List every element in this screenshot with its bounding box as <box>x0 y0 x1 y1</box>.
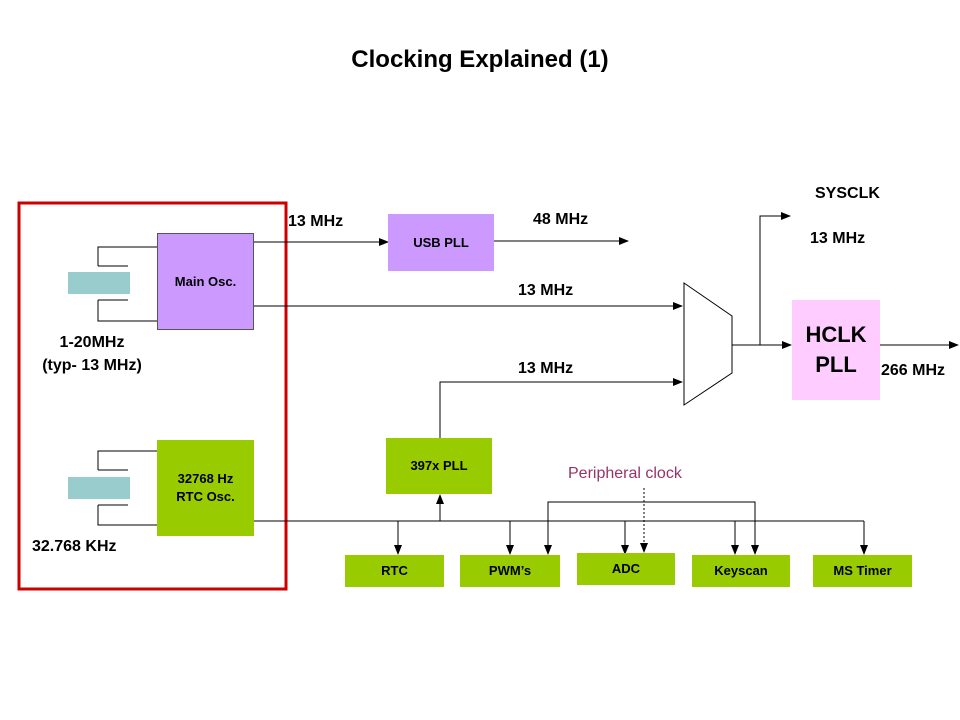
peripheral-keyscan: Keyscan <box>692 555 790 587</box>
pll-397x-label: 397x PLL <box>410 458 468 473</box>
rtc-oscillator-label-line2: RTC Osc. <box>176 489 235 504</box>
oscillator-frame <box>17 201 288 591</box>
mux-bottom-freq-label: 13 MHz <box>518 360 574 377</box>
peripheral-label: ADC <box>611 561 641 576</box>
clock-mux <box>683 282 733 406</box>
hclk-label-line1: HCLK <box>805 322 867 347</box>
main-freq-label-line2: (typ- 13 MHz) <box>42 357 142 374</box>
rtc-crystal-icon <box>68 477 130 499</box>
clock-lines <box>254 212 959 555</box>
rtc-oscillator-block: 32768 Hz RTC Osc. <box>157 440 254 536</box>
peripheral-label: PWM’s <box>488 563 532 578</box>
usb-pll-block: USB PLL <box>388 214 494 271</box>
peripheral-ms-timer: MS Timer <box>813 555 912 587</box>
usb-input-freq-label: 13 MHz <box>288 213 344 230</box>
peripheral-label: MS Timer <box>833 563 892 578</box>
rtc-freq-label: 32.768 KHz <box>32 538 117 555</box>
hclk-pll-block: HCLK PLL <box>792 300 880 400</box>
main-freq-label-line1: 1-20MHz <box>59 334 125 351</box>
sysclk-freq-label: 13 MHz <box>810 230 866 247</box>
sysclk-label: SYSCLK <box>815 185 880 202</box>
usb-output-freq-label: 48 MHz <box>533 211 589 228</box>
pll-397x-block: 397x PLL <box>386 438 492 494</box>
peripheral-label: RTC <box>381 563 408 578</box>
rtc-crystal-wires <box>97 450 158 526</box>
main-crystal-icon <box>68 272 130 294</box>
mux-top-freq-label: 13 MHz <box>518 282 574 299</box>
peripheral-rtc: RTC <box>345 555 444 587</box>
peripheral-adc: ADC <box>577 553 675 585</box>
peripheral-clock-label: Peripheral clock <box>568 465 682 482</box>
peripheral-label: Keyscan <box>714 563 768 578</box>
hclk-output-freq-label: 266 MHz <box>881 362 946 379</box>
page-title: Clocking Explained (1) <box>351 46 609 73</box>
usb-pll-label: USB PLL <box>413 234 469 250</box>
peripheral-pwm: PWM’s <box>460 555 560 587</box>
hclk-label-line2: PLL <box>815 352 857 377</box>
main-oscillator-block: Main Osc. <box>157 233 254 330</box>
rtc-oscillator-label-line1: 32768 Hz <box>177 471 234 486</box>
main-crystal-wires <box>97 246 158 322</box>
main-oscillator-label: Main Osc. <box>174 273 237 289</box>
